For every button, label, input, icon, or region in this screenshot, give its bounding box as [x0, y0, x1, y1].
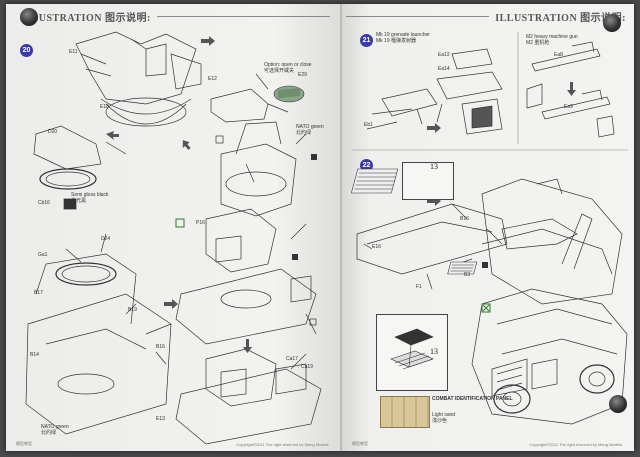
callout-t: Eb1 [364, 122, 373, 128]
semi-gloss-text: Semi gloss black [71, 192, 109, 198]
nato-green-text-cn: 北约绿 [296, 130, 312, 136]
callout-h: D24 [101, 236, 111, 242]
magnet-bottom-right [609, 395, 627, 413]
left-copyright: Copyright©2011 The right reserved by Men… [236, 442, 329, 447]
callout-x: B16 [460, 216, 469, 222]
light-sand-text-cn: 浅沙色 [432, 418, 448, 424]
semi-gloss-text-cn: 半光黑 [71, 198, 87, 204]
launcher-note: Mk 19 grenade launcher Mk 19 榴弹发射器 [376, 32, 430, 44]
callout-d: E29 [298, 72, 307, 78]
light-sand-swatch [380, 396, 430, 428]
mg-text-cn: M2 重机枪 [526, 40, 550, 46]
callout-j: B19 [128, 307, 137, 313]
detail-box-13-bottom [376, 314, 448, 391]
nato-green-note: NATO green 北约绿 [296, 124, 324, 136]
combat-panel-note: COMBAT IDENTIFICATION PANEL [432, 396, 513, 402]
right-page-drawing [350, 32, 628, 425]
right-page-label: 模型教室 [352, 441, 368, 446]
callout-v: Ea8 [554, 52, 563, 58]
callout-k: B14 [30, 352, 39, 358]
callout-w: Ea9 [564, 104, 573, 110]
right-header-title: ILLUSTRATION 图示说明: [495, 12, 626, 24]
right-copyright: Copyright©2011 The right reserved by Men… [529, 442, 622, 447]
light-sand-note: Light sand 浅沙色 [432, 412, 455, 424]
nato-green-bottom-text-cn: 北约绿 [41, 430, 57, 436]
panel-detail-drawing [390, 328, 434, 370]
option-note: Option: open or close 可选择开或关 [264, 62, 312, 74]
light-sand-text: Light sand [432, 412, 456, 418]
option-text-cn: 可选择开或关 [264, 68, 295, 74]
callout-f: Cb16 [38, 200, 50, 206]
launcher-text: Mk 19 grenade launcher [376, 32, 430, 38]
callout-p: Ca17 [286, 356, 298, 362]
step-badge-21: 21 [360, 34, 373, 47]
header-rule [156, 15, 330, 17]
magnet-top-left [20, 8, 38, 26]
nato-green-bottom-text: NATO green [41, 424, 69, 430]
left-header: ILLUSTRATION 图示说明: [20, 10, 330, 24]
callout-z: B3 [464, 272, 471, 278]
right-header: ILLUSTRATION 图示说明: [346, 10, 626, 24]
callout-c: E18 [100, 104, 109, 110]
callout-l: B16 [156, 344, 165, 350]
callout-q: Ca19 [301, 364, 313, 370]
launcher-text-2: Mk 19 榴弹发射器 [376, 38, 417, 44]
callout-y: F1 [416, 284, 422, 290]
callout-r: E13 [156, 416, 165, 422]
left-page-drawing [25, 31, 322, 445]
right-page: ILLUSTRATION 图示说明: 21 22 [342, 4, 634, 451]
detail-box-13-top [402, 162, 454, 200]
magnet-top-right [603, 14, 621, 32]
callout-o: P16 [196, 220, 205, 226]
detail-number-13-top: 13 [430, 162, 438, 171]
nato-green-bottom-note: NATO green 北约绿 [41, 424, 69, 436]
callout-b: E12 [208, 76, 217, 82]
mg-text: M2 heavy machine gun [526, 34, 578, 40]
callout-aa: E16 [372, 244, 381, 250]
option-text: Option: open or close [264, 62, 312, 68]
semi-gloss-note: Semi gloss black 半光黑 [71, 192, 109, 204]
detail-number-13-bottom: 13 [430, 347, 438, 356]
step-badge-20: 20 [20, 44, 33, 57]
callout-s: Ea12 [438, 52, 450, 58]
left-page-label: 模型教室 [16, 441, 32, 446]
callout-g: Ga1 [38, 252, 48, 258]
left-header-title: ILLUSTRATION 图示说明: [20, 12, 151, 24]
mg-note: M2 heavy machine gun M2 重机枪 [526, 34, 578, 46]
left-page: ILLUSTRATION 图示说明: 20 [6, 4, 342, 451]
instruction-booklet: ILLUSTRATION 图示说明: 20 [6, 4, 634, 451]
callout-u: Ea14 [438, 66, 450, 72]
callout-a: E11 [69, 49, 78, 55]
callout-i: B17 [34, 290, 43, 296]
callout-e: D20 [48, 129, 58, 135]
nato-green-text: NATO green [296, 124, 324, 130]
header-rule [346, 15, 490, 17]
